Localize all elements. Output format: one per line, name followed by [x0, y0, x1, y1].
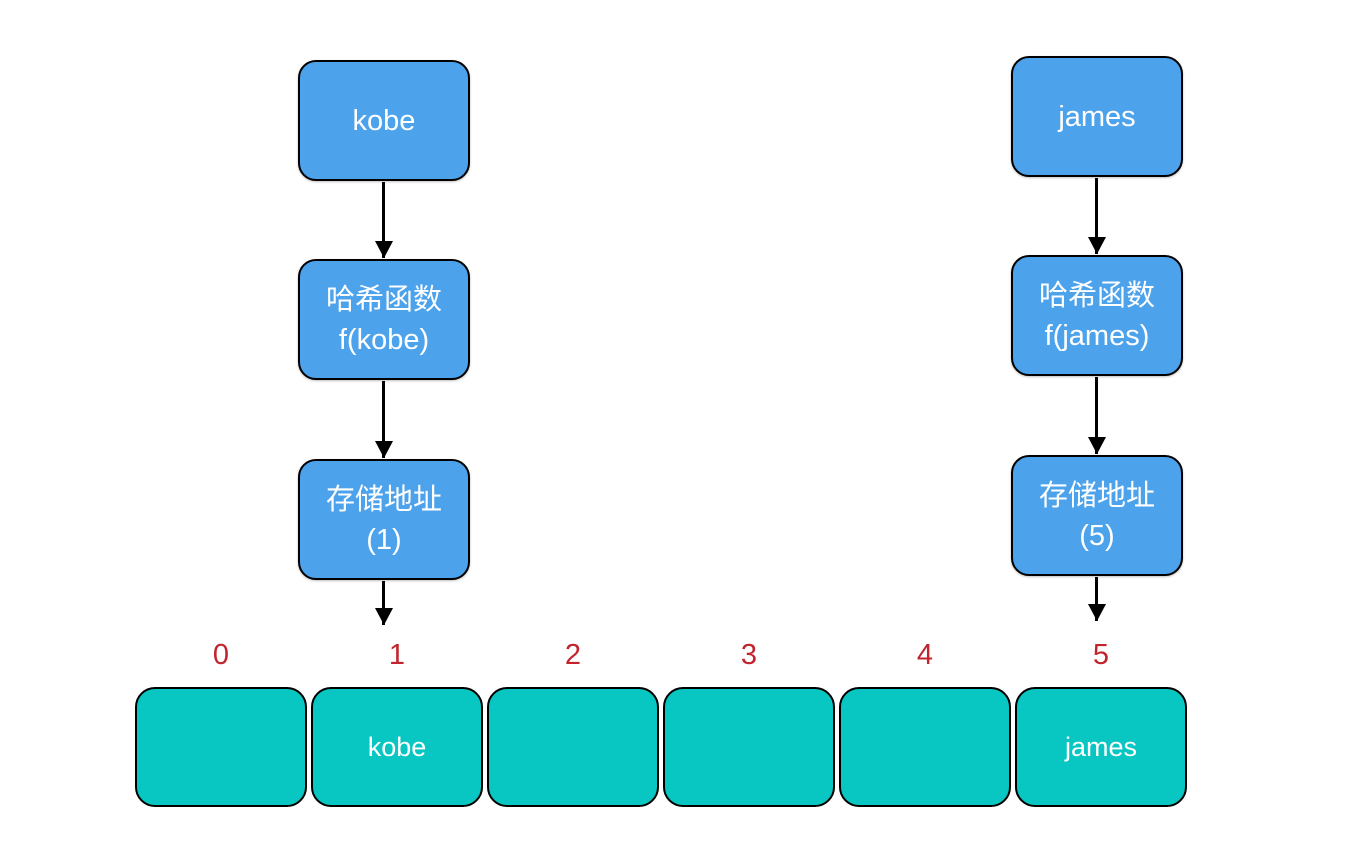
- arrow-down-icon: [1095, 178, 1098, 254]
- hash-table-cell-5: james: [1015, 687, 1187, 807]
- storage-address-node-james: 存储地址 (5): [1011, 455, 1183, 576]
- input-node-kobe: kobe: [298, 60, 470, 181]
- hash-function-node-james-line1: 哈希函数: [1038, 279, 1155, 312]
- arrow-down-icon: [1095, 577, 1098, 621]
- hash-function-node-james-line2: f(james): [1044, 319, 1150, 352]
- arrow-down-icon: [1095, 377, 1098, 454]
- hash-table-index-row: 0 1 2 3 4 5: [135, 638, 1187, 672]
- storage-address-node-james-line2: (5): [1079, 519, 1115, 552]
- arrow-down-icon: [382, 182, 385, 258]
- hash-function-node-kobe-line2: f(kobe): [338, 323, 430, 356]
- arrow-down-icon: [382, 581, 385, 625]
- hash-table-cell-0: [135, 687, 307, 807]
- index-label-3: 3: [740, 639, 758, 671]
- storage-address-node-kobe-line1: 存储地址: [325, 483, 442, 516]
- input-node-kobe-label: kobe: [352, 104, 416, 137]
- index-label-2: 2: [564, 639, 582, 671]
- index-label-1: 1: [388, 639, 406, 671]
- hash-table-cell-1: kobe: [311, 687, 483, 807]
- hash-function-node-james: 哈希函数 f(james): [1011, 255, 1183, 376]
- arrow-down-icon: [382, 381, 385, 458]
- hash-function-node-kobe-line1: 哈希函数: [325, 283, 442, 316]
- hash-table-cell-4: [839, 687, 1011, 807]
- hash-table-cell-2: [487, 687, 659, 807]
- index-label-4: 4: [916, 639, 934, 671]
- storage-address-node-kobe-line2: (1): [366, 523, 402, 556]
- storage-address-node-kobe: 存储地址 (1): [298, 459, 470, 580]
- input-node-james: james: [1011, 56, 1183, 177]
- index-label-0: 0: [212, 639, 230, 671]
- input-node-james-label: james: [1058, 100, 1136, 133]
- index-label-5: 5: [1092, 639, 1110, 671]
- hash-table-cells-row: kobe james: [135, 687, 1187, 807]
- hash-table-cell-3: [663, 687, 835, 807]
- storage-address-node-james-line1: 存储地址: [1038, 479, 1155, 512]
- hash-function-node-kobe: 哈希函数 f(kobe): [298, 259, 470, 380]
